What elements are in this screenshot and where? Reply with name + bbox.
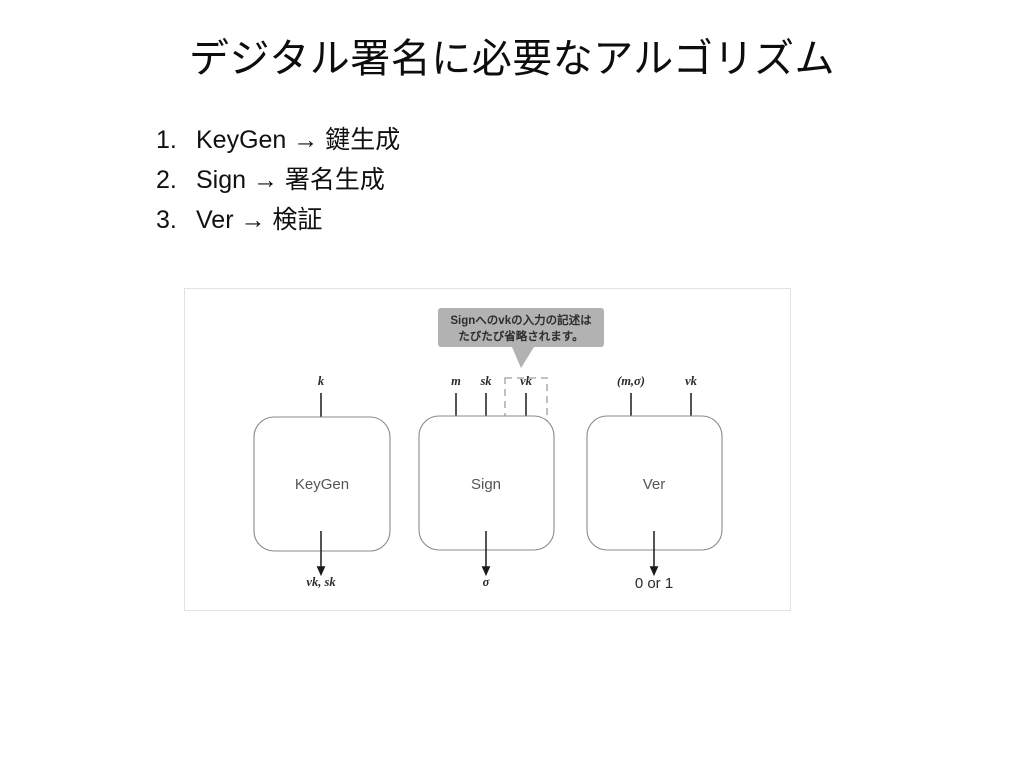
ver-label: Ver (643, 476, 666, 493)
keygen-input-label-k: k (318, 374, 325, 388)
sign-input-label-vk: vk (520, 374, 533, 388)
list-item-marker: 3. (156, 206, 177, 234)
algorithm-list: 1. KeyGen → 鍵生成 2. Sign → 署名生成 3. Ver → … (156, 120, 676, 240)
callout-tail (512, 347, 534, 368)
list-item-label: KeyGen → 鍵生成 (196, 126, 401, 154)
keygen-output-label-vksk: vk, sk (306, 575, 336, 589)
callout-background (438, 308, 604, 347)
ver-input-label-m-sigma: (m,σ) (617, 374, 645, 388)
list-item: 1. KeyGen → 鍵生成 (156, 120, 676, 160)
sign-output-label-sigma: σ (483, 575, 491, 589)
callout-bubble: Signへのvkの入力の記述は たびたび省略されます。 (438, 308, 604, 368)
ver-input-label-vk: vk (685, 374, 698, 388)
list-item-label: Ver → 検証 (196, 206, 323, 234)
keygen-box (253, 416, 391, 552)
list-item: 2. Sign → 署名生成 (156, 160, 676, 200)
keygen-label: KeyGen (295, 476, 349, 493)
list-item-marker: 2. (156, 166, 177, 194)
list-item: 3. Ver → 検証 (156, 200, 676, 240)
callout-line-2: たびたび省略されます。 (458, 329, 583, 343)
page-title: デジタル署名に必要なアルゴリズム (189, 37, 835, 81)
sign-input-label-m: m (451, 374, 461, 388)
keygen-block-group: k KeyGen vk, sk (253, 374, 391, 589)
callout-line-1: Signへのvkの入力の記述は (450, 313, 592, 327)
sign-input-label-sk: sk (479, 374, 492, 388)
diagram-panel: Signへのvkの入力の記述は たびたび省略されます。 k KeyGen vk,… (184, 288, 791, 611)
list-item-label: Sign → 署名生成 (196, 166, 385, 194)
ver-block-group: (m,σ) vk Ver 0 or 1 (586, 374, 723, 592)
list-item-marker: 1. (156, 126, 177, 154)
ver-output-label-0-or-1: 0 or 1 (635, 575, 673, 592)
sign-label: Sign (471, 476, 501, 493)
signature-algorithm-diagram: Signへのvkの入力の記述は たびたび省略されます。 k KeyGen vk,… (253, 308, 723, 592)
sign-block-group: m sk vk Sign σ (418, 374, 555, 589)
